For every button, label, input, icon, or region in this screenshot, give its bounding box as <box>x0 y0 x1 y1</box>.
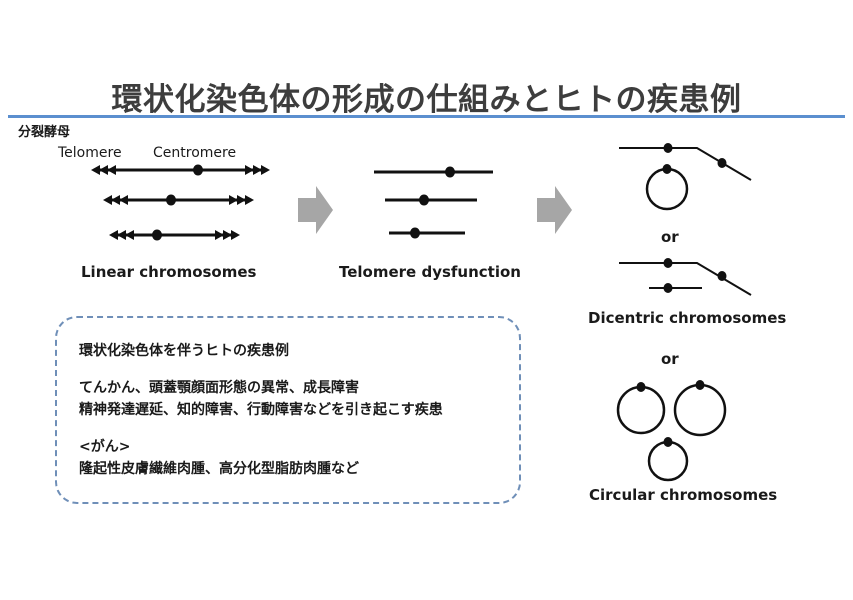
linear-chromosome-2 <box>103 194 254 206</box>
cancer-heading: <がん> <box>79 439 131 455</box>
organism-label: 分裂酵母 <box>18 125 71 140</box>
circular-chromosomes-label: Circular chromosomes <box>589 486 778 504</box>
dicentric-chromosomes-label: Dicentric chromosomes <box>588 309 787 327</box>
right-arrow-2-icon <box>537 186 572 234</box>
linear-chromosome-1 <box>91 164 270 176</box>
cancer-line: 隆起性皮膚繊維肉腫、高分化型脂肪肉腫など <box>79 461 359 477</box>
uncapped-chromosome-1 <box>374 166 493 178</box>
dicentric-fusion-with-segment <box>619 258 752 296</box>
telomere-dysfunction-label: Telomere dysfunction <box>339 263 521 281</box>
centromere-label: Centromere <box>153 145 237 161</box>
page-title: 環状化染色体の形成の仕組みとヒトの疾患例 <box>111 82 742 118</box>
title-underline <box>8 115 845 118</box>
disease-line-1: てんかん、頭蓋顎顔面形態の異常、成長障害 <box>79 380 359 396</box>
centromere-dot <box>166 194 176 206</box>
disease-examples-box: 環状化染色体を伴うヒトの疾患例 てんかん、頭蓋顎顔面形態の異常、成長障害 精神発… <box>55 316 521 504</box>
centromere-dot <box>152 229 162 241</box>
right-arrow-1-icon <box>298 186 333 234</box>
uncapped-chromosome-3 <box>389 227 465 239</box>
disease-line-2: 精神発達遅延、知的障害、行動障害などを引き起こす疾患 <box>79 402 443 418</box>
linear-chromosomes-label: Linear chromosomes <box>81 263 257 281</box>
or-label-2: or <box>661 350 679 368</box>
disease-heading: 環状化染色体を伴うヒトの疾患例 <box>79 343 289 359</box>
telomere-label: Telomere <box>58 145 122 161</box>
or-label-1: or <box>661 228 679 246</box>
linear-chromosome-3 <box>109 229 240 241</box>
uncapped-chromosome-2 <box>385 194 477 206</box>
dicentric-fusion-with-circle <box>619 143 752 211</box>
centromere-dot <box>193 164 203 176</box>
circular-chromosomes <box>616 380 727 482</box>
